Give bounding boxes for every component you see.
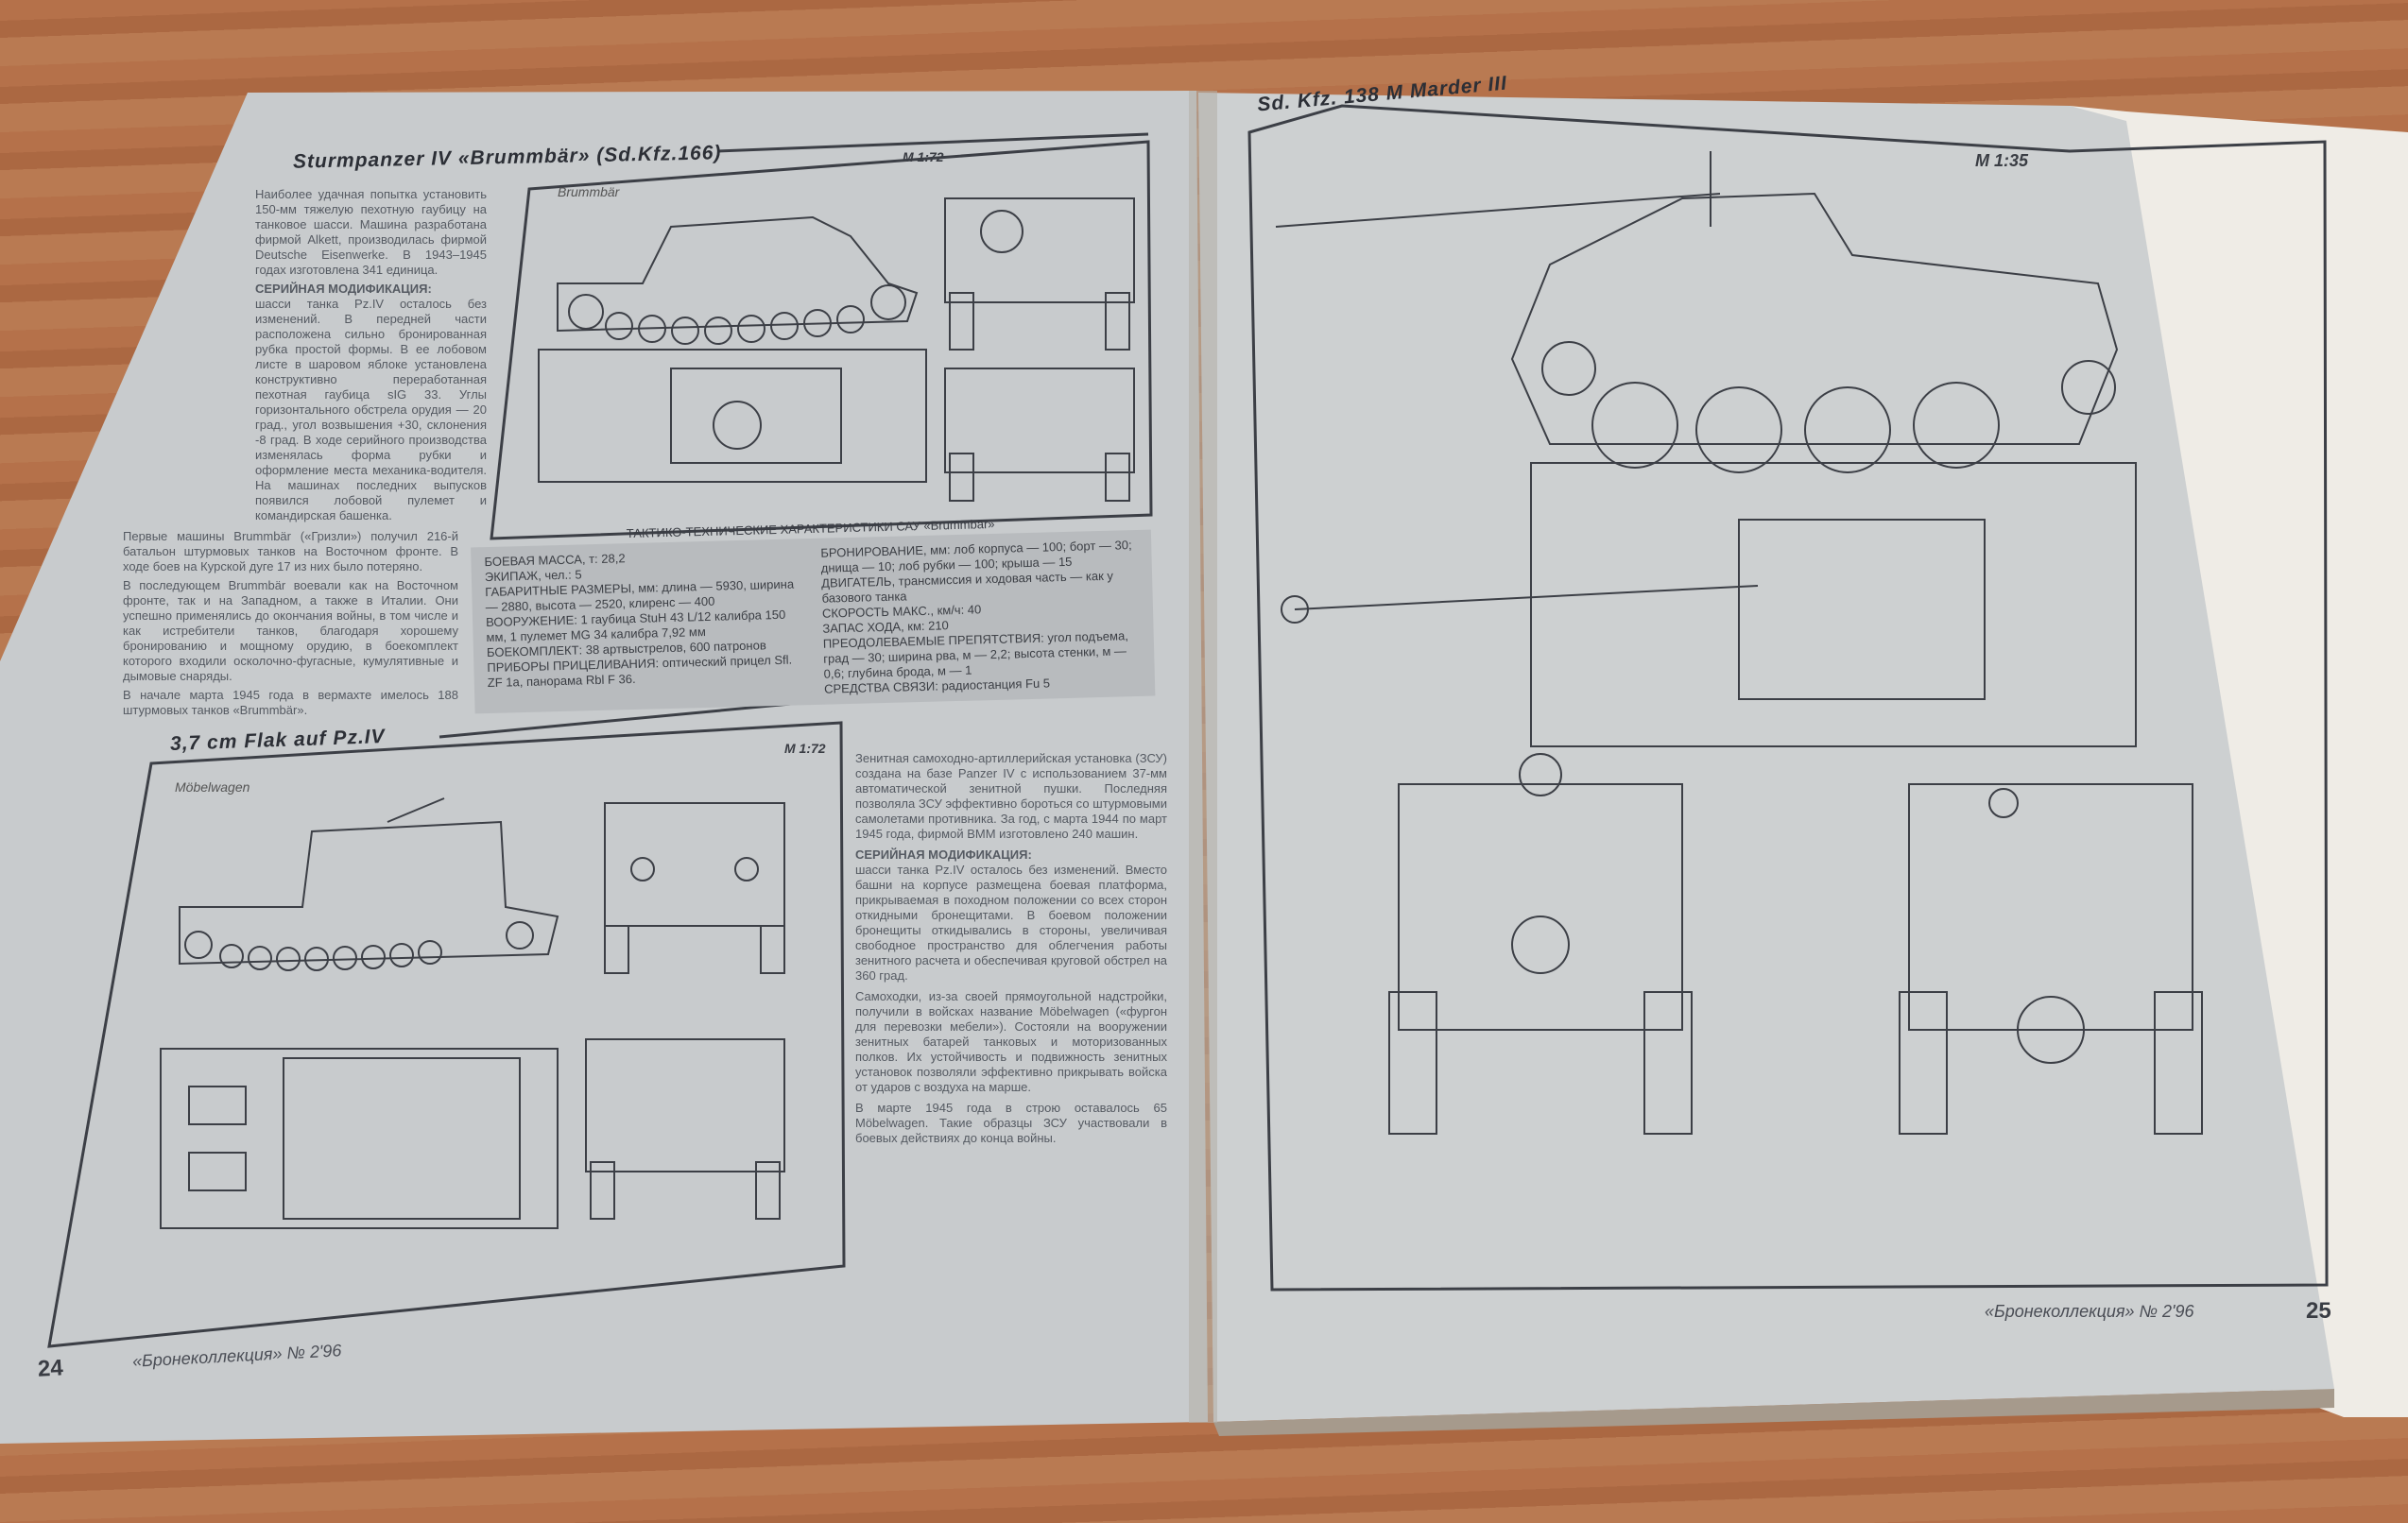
spec-item: ПРЕОДОЛЕВАЕМЫЕ ПРЕПЯТСТВИЯ: угол подъема… — [822, 628, 1129, 681]
brummbar-side-view — [557, 215, 919, 345]
mobelwagen-drawings — [160, 797, 785, 1229]
spec-table: ТАКТИКО-ТЕХНИЧЕСКИЕ ХАРАКТЕРИСТИКИ САУ «… — [471, 513, 1156, 714]
paragraph: В последующем Brummbär воевали как на Во… — [123, 578, 458, 683]
marder-scale: M 1:35 — [1975, 151, 2029, 170]
page-number-right: 25 — [2306, 1298, 2331, 1324]
paragraph: В марте 1945 года в строю оставалось 65 … — [855, 1101, 1167, 1145]
subheading: СЕРИЙНАЯ МОДИФИКАЦИЯ: — [255, 282, 432, 296]
flak-caption: Möbelwagen — [175, 779, 250, 795]
title-rule — [717, 132, 1149, 153]
flak-text-column: Зенитная самоходно-артиллерийская устано… — [855, 751, 1167, 1146]
marder-top-view — [1281, 462, 2137, 747]
marder-frame — [1247, 104, 2329, 1292]
page-number-left: 24 — [37, 1355, 64, 1382]
paragraph: Самоходки, из-за своей прямоугольной над… — [855, 989, 1167, 1094]
brummbar-frame — [490, 140, 1153, 540]
marder-drawings — [1275, 151, 2203, 1135]
paragraph: В начале марта 1945 года в вермахте имел… — [123, 688, 458, 717]
brummbar-top-view — [538, 349, 927, 483]
mobelwagen-side-view — [179, 797, 559, 971]
brummbar-scale: M 1:72 — [903, 149, 944, 164]
brummbar-rear-view — [944, 368, 1135, 502]
marder-side-view — [1275, 151, 2119, 473]
brummbar-text-column: Наиболее удачная попытка установить 150-… — [255, 187, 487, 523]
brummbar-front-view — [944, 197, 1135, 351]
paragraph: шасси танка Pz.IV осталось без изменений… — [855, 863, 1167, 983]
mobelwagen-front-view — [604, 802, 785, 974]
paragraph: Наиболее удачная попытка установить 150-… — [255, 187, 487, 277]
marder-front-view — [1388, 753, 1693, 1135]
mobelwagen-rear-view — [585, 1038, 785, 1220]
flak-frame — [47, 721, 846, 1348]
marder-rear-view — [1899, 783, 2203, 1135]
footer-magazine-right: «Бронеколлекция» № 2'96 — [1985, 1302, 2194, 1321]
brummbar-caption: Brummbär — [558, 184, 620, 199]
subheading: СЕРИЙНАЯ МОДИФИКАЦИЯ: — [855, 847, 1032, 862]
paragraph: шасси танка Pz.IV осталось без изменений… — [255, 297, 487, 522]
flak-scale: M 1:72 — [784, 741, 826, 756]
brummbar-text-column-continued: Первые машины Brummbär («Гризли») получи… — [123, 529, 458, 718]
left-page — [0, 91, 1208, 1444]
spec-right-column: БРОНИРОВАНИЕ, мм: лоб корпуса — 100; бор… — [820, 538, 1142, 697]
right-page-shadow — [1213, 1389, 2334, 1436]
paragraph: Первые машины Brummbär («Гризли») получи… — [123, 529, 458, 573]
spec-left-column: БОЕВАЯ МАССА, т: 28,2 ЭКИПАЖ, чел.: 5 ГА… — [484, 546, 805, 706]
brummbar-drawings — [538, 197, 1135, 502]
right-page — [1198, 93, 2334, 1422]
gutter-shadow — [1189, 91, 1217, 1423]
mobelwagen-top-view — [160, 1048, 559, 1229]
paragraph: Зенитная самоходно-артиллерийская устано… — [855, 751, 1167, 841]
